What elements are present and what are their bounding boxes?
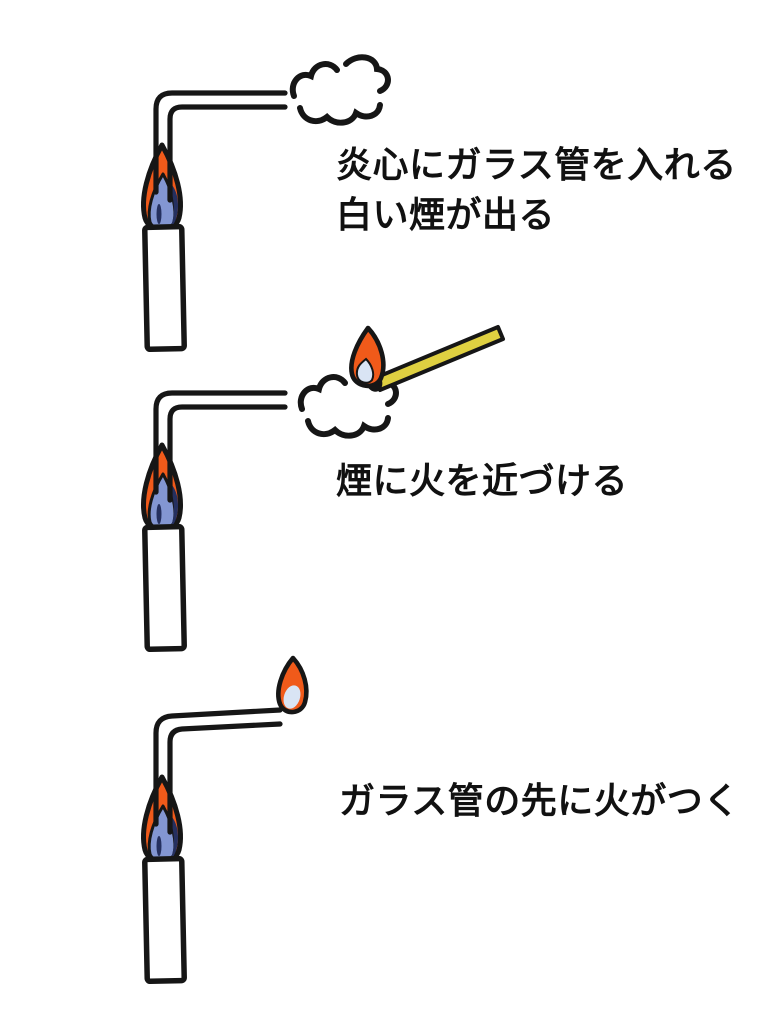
candle-with-flame [144,777,185,981]
step1-caption-line1: 炎心にガラス管を入れる [336,144,737,185]
match-stick [373,325,505,392]
step1-caption: 炎心にガラス管を入れる 白い煙が出る [336,140,737,240]
step2-caption-line1: 煙に火を近づける [336,460,629,501]
step2-illustration [144,325,505,649]
burning-match [349,325,505,392]
candle-with-flame [144,145,185,349]
step3-caption: ガラス管の先に火がつく [339,776,740,826]
candle-with-flame [144,445,185,649]
step3-illustration [144,655,309,981]
step3-caption-line1: ガラス管の先に火がつく [339,780,740,821]
step1-caption-line2: 白い煙が出る [336,194,556,235]
tube-tip-flame [276,655,309,715]
step2-caption: 煙に火を近づける [336,456,628,506]
match-flame-core [355,357,375,384]
glass-tube [153,707,283,835]
white-smoke [293,57,388,122]
